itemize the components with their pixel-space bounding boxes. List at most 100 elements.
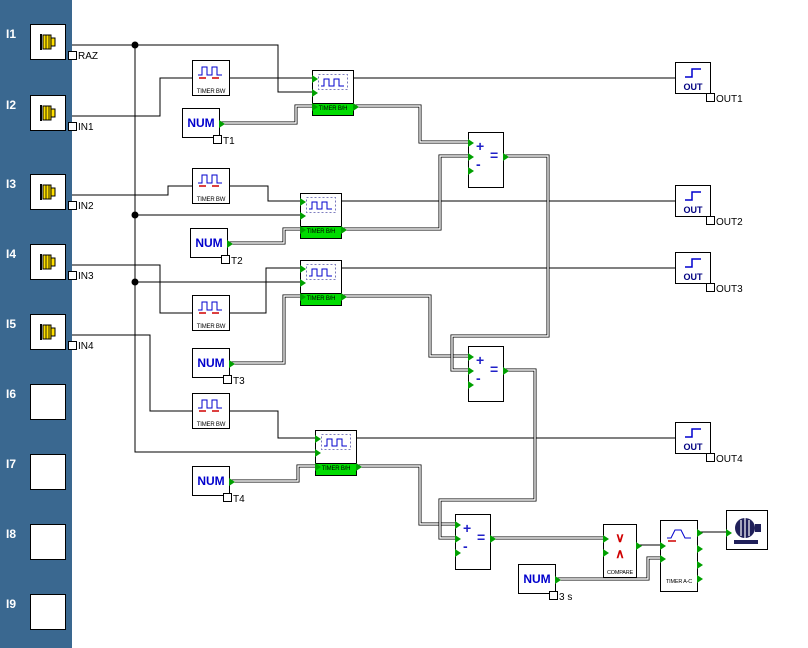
input-box-empty[interactable]	[30, 384, 66, 420]
input-tag-pin[interactable]	[68, 271, 77, 280]
input-pin[interactable]	[455, 521, 461, 529]
input-box-empty[interactable]	[30, 524, 66, 560]
input-slot-i6[interactable]: I6	[0, 384, 72, 420]
wire[interactable]	[66, 77, 192, 117]
out-block-out3[interactable]: OUT OUT3	[675, 252, 743, 295]
output-pin[interactable]	[503, 153, 509, 161]
input-slot-i1[interactable]: I1	[0, 24, 72, 60]
input-box-empty[interactable]	[30, 594, 66, 630]
num-block-t3[interactable]: NUM T3	[192, 348, 245, 387]
input-pin[interactable]	[312, 89, 318, 97]
num-tag-pin[interactable]	[223, 375, 232, 384]
num-tag-pin[interactable]	[213, 135, 222, 144]
input-slot-i4[interactable]: I4	[0, 244, 72, 280]
input-pin[interactable]	[468, 153, 474, 161]
numeric-wire[interactable]	[228, 227, 300, 245]
input-pin[interactable]	[468, 367, 474, 375]
output-pin[interactable]	[697, 575, 703, 583]
wire[interactable]	[66, 334, 192, 412]
input-pin[interactable]	[468, 353, 474, 361]
timer-bh-block-1[interactable]: TIMER B/H	[312, 70, 359, 116]
output-pin[interactable]	[229, 478, 235, 486]
input-tag-pin[interactable]	[68, 341, 77, 350]
input-pin[interactable]	[300, 198, 306, 206]
numeric-wire[interactable]	[450, 154, 550, 372]
input-pin[interactable]	[315, 463, 321, 471]
timer-bh-block-2[interactable]: TIMER B/H	[300, 193, 347, 239]
timer-ac-block[interactable]: TIMER A-C	[660, 520, 703, 592]
num-block-t1[interactable]: NUM T1	[182, 108, 235, 147]
input-pin[interactable]	[660, 542, 666, 550]
add-sub-block-2[interactable]: + - =	[468, 346, 509, 402]
output-pin[interactable]	[227, 240, 233, 248]
output-pin[interactable]	[219, 120, 225, 128]
output-pin[interactable]	[229, 360, 235, 368]
timer-bw-block-3[interactable]: TIMER BW	[192, 295, 230, 331]
num-tag-pin[interactable]	[549, 591, 558, 600]
input-pin[interactable]	[468, 139, 474, 147]
input-pin[interactable]	[455, 549, 461, 557]
input-pin[interactable]	[300, 279, 306, 287]
input-slot-i8[interactable]: I8	[0, 524, 72, 560]
wire[interactable]	[230, 185, 300, 202]
output-pin[interactable]	[697, 561, 703, 569]
input-pin[interactable]	[300, 293, 306, 301]
input-pin[interactable]	[315, 449, 321, 457]
wire[interactable]	[134, 45, 315, 453]
input-box[interactable]	[30, 24, 66, 60]
input-tag-pin[interactable]	[68, 51, 77, 60]
input-box[interactable]	[30, 314, 66, 350]
numeric-wire[interactable]	[342, 294, 468, 358]
input-slot-i3[interactable]: I3	[0, 174, 72, 210]
input-pin[interactable]	[300, 226, 306, 234]
out-tag-pin[interactable]	[706, 453, 715, 462]
numeric-wire[interactable]	[230, 294, 300, 365]
input-pin[interactable]	[468, 167, 474, 175]
numeric-wire[interactable]	[354, 104, 468, 144]
timer-bh-block-4[interactable]: TIMER B/H	[315, 430, 362, 476]
input-pin[interactable]	[660, 555, 666, 563]
timer-bw-block-4[interactable]: TIMER BW	[192, 393, 230, 429]
input-pin[interactable]	[603, 549, 609, 557]
input-pin[interactable]	[468, 381, 474, 389]
input-pin[interactable]	[726, 529, 732, 537]
timer-bw-block-2[interactable]: TIMER BW	[192, 168, 230, 204]
input-slot-i5[interactable]: I5	[0, 314, 72, 350]
out-block-out1[interactable]: OUT OUT1	[675, 62, 743, 105]
wire[interactable]	[66, 185, 192, 196]
out-tag-pin[interactable]	[706, 93, 715, 102]
timer-bh-block-3[interactable]: TIMER B/H	[300, 260, 347, 306]
output-pin[interactable]	[341, 226, 347, 234]
output-pin[interactable]	[503, 367, 509, 375]
num-tag-pin[interactable]	[221, 255, 230, 264]
out-tag-pin[interactable]	[706, 283, 715, 292]
numeric-wire[interactable]	[230, 464, 315, 483]
input-slot-i2[interactable]: I2	[0, 95, 72, 131]
input-box-empty[interactable]	[30, 454, 66, 490]
num-tag-pin[interactable]	[223, 493, 232, 502]
input-pin[interactable]	[312, 75, 318, 83]
input-pin[interactable]	[603, 535, 609, 543]
timer-bw-block-1[interactable]: TIMER BW	[192, 60, 230, 96]
numeric-wire[interactable]	[342, 154, 468, 231]
input-pin[interactable]	[315, 435, 321, 443]
num-block-t2[interactable]: NUM T2	[190, 228, 243, 267]
wire[interactable]	[66, 44, 312, 93]
numeric-wire[interactable]	[220, 104, 312, 125]
output-pin[interactable]	[490, 535, 496, 543]
output-pin[interactable]	[636, 542, 642, 550]
output-pin[interactable]	[353, 103, 359, 111]
wire[interactable]	[230, 410, 315, 439]
wire[interactable]	[66, 264, 192, 314]
num-block-3s[interactable]: NUM 3 s	[518, 564, 572, 603]
add-sub-block-1[interactable]: + - =	[468, 132, 509, 188]
motor-output-block[interactable]	[726, 510, 768, 550]
output-pin[interactable]	[697, 545, 703, 553]
input-slot-i7[interactable]: I7	[0, 454, 72, 490]
input-pin[interactable]	[312, 103, 318, 111]
input-tag-pin[interactable]	[68, 122, 77, 131]
output-pin[interactable]	[697, 529, 703, 537]
num-block-t4[interactable]: NUM T4	[192, 466, 245, 505]
input-slot-i9[interactable]: I9	[0, 594, 72, 630]
input-pin[interactable]	[300, 212, 306, 220]
